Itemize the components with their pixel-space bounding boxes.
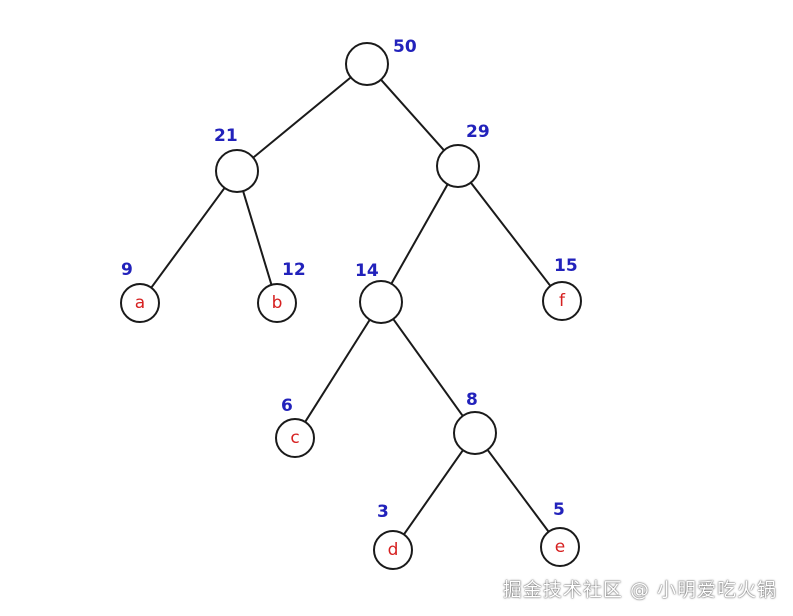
tree-edge-n8-e [486, 449, 550, 533]
node-weight: 15 [554, 256, 578, 276]
tree-edge-n14-c [304, 319, 371, 423]
node-weight: 14 [355, 261, 379, 281]
tree-node-d: d3 [373, 502, 413, 570]
node-circle [436, 144, 480, 188]
node-weight: 3 [377, 502, 389, 522]
tree-edges [150, 76, 552, 536]
tree-node-n8: 8 [453, 390, 497, 455]
tree-edge-root-n29 [380, 79, 445, 151]
tree-node-b: b 12 [257, 260, 306, 323]
node-weight: 5 [553, 500, 565, 520]
tree-edge-n21-a [150, 187, 226, 289]
tree-node-f: f 15 [542, 256, 582, 321]
node-circle [257, 283, 297, 323]
node-weight: 8 [466, 390, 478, 410]
tree-node-n14: 14 [355, 261, 403, 324]
node-circle [120, 283, 160, 323]
watermark: 掘金技术社区 @ 小明爱吃火锅 [502, 579, 777, 601]
tree-node-e: e5 [540, 500, 580, 567]
tree-edge-n8-d [403, 449, 464, 536]
tree-node-n29: 29 [436, 122, 490, 188]
tree-node-n21: 21 [214, 126, 259, 193]
node-label: e [555, 537, 565, 557]
node-circle [275, 418, 315, 458]
node-circle [373, 530, 413, 570]
node-circle [345, 42, 389, 86]
tree-edge-n29-f [470, 182, 552, 287]
node-circle [540, 527, 580, 567]
node-label: b [272, 293, 283, 313]
node-circle [542, 281, 582, 321]
node-weight: 9 [121, 260, 133, 280]
node-circle [453, 411, 497, 455]
tree-edge-n21-b [242, 190, 273, 286]
node-weight: 6 [281, 396, 293, 416]
tree-node-root: 50 [345, 37, 417, 86]
node-weight: 21 [214, 126, 238, 146]
node-circle [215, 149, 259, 193]
node-circle [359, 280, 403, 324]
tree-node-a: a9 [120, 260, 160, 323]
node-weight: 29 [466, 122, 490, 142]
tree-edge-n29-n14 [390, 183, 449, 285]
node-label: c [290, 428, 299, 448]
tree-node-c: c6 [275, 396, 315, 458]
node-label: a [135, 293, 145, 313]
node-weight: 12 [282, 260, 306, 280]
node-weight: 50 [393, 37, 417, 57]
node-label: d [388, 540, 399, 560]
tree-edge-root-n21 [252, 76, 352, 159]
tree-edge-n14-n8 [392, 318, 464, 417]
node-label: f [559, 291, 566, 311]
